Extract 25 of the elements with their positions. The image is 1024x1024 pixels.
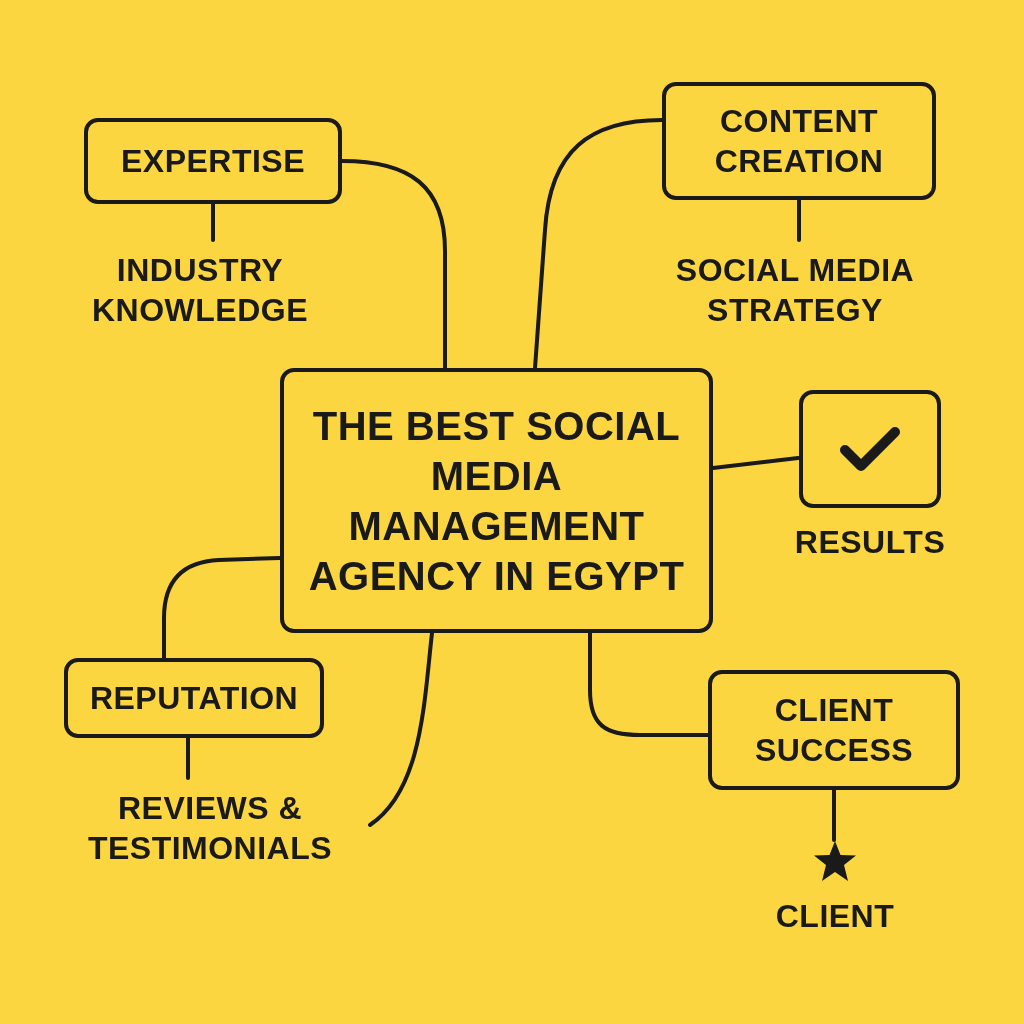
node-box <box>280 368 713 633</box>
node-text: SOCIAL MEDIA STRATEGY <box>674 251 916 330</box>
connector-line <box>588 631 710 737</box>
node-text: EXPERTISE <box>120 142 306 181</box>
node-box <box>84 118 342 204</box>
node-text: CLIENT <box>775 897 895 936</box>
node-text: REVIEWS & TESTIMONIALS <box>86 789 334 868</box>
node-text: CONTENT CREATION <box>713 102 885 181</box>
connector-line <box>533 118 664 370</box>
connector-line <box>797 198 801 242</box>
node-box <box>64 658 324 738</box>
node-text: CLIENT SUCCESS <box>753 691 915 770</box>
connector-line <box>711 456 800 470</box>
connector-line <box>368 631 434 827</box>
node-text: THE BEST SOCIAL MEDIA MANAGEMENT AGENCY IN EGYPT <box>307 402 686 600</box>
node-text: INDUSTRY KNOWLEDGE <box>90 251 309 330</box>
connector-line <box>340 159 447 370</box>
node-text: REPUTATION <box>89 679 299 718</box>
connector-line <box>162 556 282 660</box>
connector-line <box>211 202 215 242</box>
connector-line <box>832 788 836 842</box>
node-box <box>708 670 960 790</box>
node-box <box>662 82 936 200</box>
node-text: RESULTS <box>794 523 946 562</box>
connector-line <box>186 736 190 780</box>
